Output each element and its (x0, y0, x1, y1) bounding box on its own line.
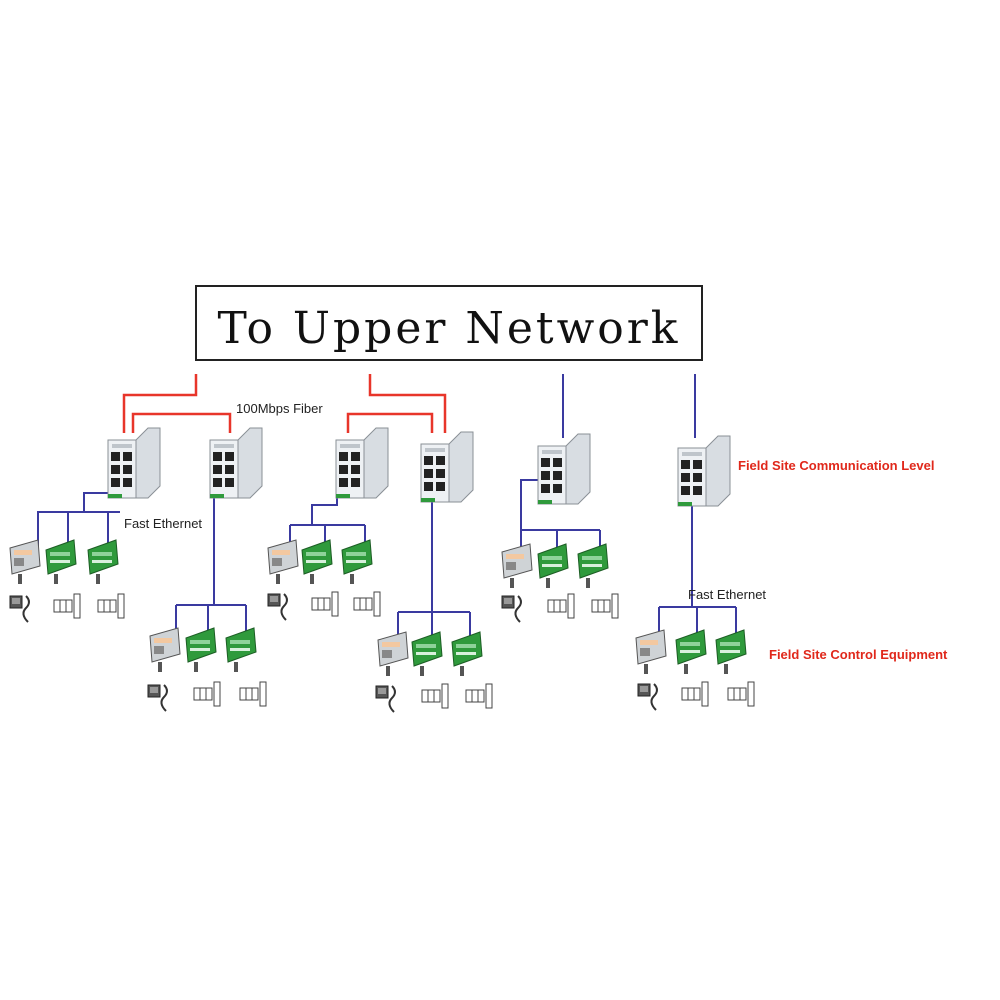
controller-rack-icon (501, 543, 533, 589)
switch-1 (107, 427, 161, 499)
controller-rack-icon (149, 627, 181, 673)
switch-5 (537, 433, 591, 505)
io-module-icon (577, 543, 609, 589)
field-sensor-icon (591, 593, 619, 619)
fast-ethernet-label: Fast Ethernet (124, 516, 202, 531)
io-module-icon (411, 631, 443, 677)
io-module-icon (341, 539, 373, 585)
upper-network-label: To Upper Network (218, 303, 681, 354)
io-module-icon (537, 543, 569, 589)
fast-ethernet-label-2: Fast Ethernet (688, 587, 766, 602)
field-sensor-icon (97, 593, 125, 619)
field-sensor-icon (311, 591, 339, 617)
field-sensor-icon (547, 593, 575, 619)
io-module-icon (675, 629, 707, 675)
equipment-group-6 (635, 629, 755, 711)
equipment-group-4 (375, 631, 493, 713)
io-module-icon (87, 539, 119, 585)
field-sensor-icon (53, 593, 81, 619)
operator-panel-icon (267, 593, 288, 621)
fiber-links (122, 374, 447, 433)
switch-2 (209, 427, 263, 499)
field-sensor-icon (727, 681, 755, 707)
switch-4 (420, 431, 474, 503)
field-sensor-icon (193, 681, 221, 707)
field-sensor-icon (353, 591, 381, 617)
io-module-icon (45, 539, 77, 585)
io-module-icon (225, 627, 257, 673)
io-module-icon (185, 627, 217, 673)
operator-panel-icon (501, 595, 522, 623)
equipment-group-5 (501, 543, 619, 623)
field-sensor-icon (681, 681, 709, 707)
operator-panel-icon (375, 685, 396, 713)
fiber-label: 100Mbps Fiber (236, 401, 323, 416)
switch-3 (335, 427, 389, 499)
controller-rack-icon (377, 631, 409, 677)
field-sensor-icon (465, 683, 493, 709)
communication-level-label: Field Site Communication Level (738, 458, 934, 473)
ethernet-trunk-links (562, 374, 696, 438)
switch-6 (677, 435, 731, 507)
equipment-group-2 (147, 627, 267, 712)
field-sensor-icon (239, 681, 267, 707)
operator-panel-icon (637, 683, 658, 711)
controller-rack-icon (267, 539, 299, 585)
control-equipment-label: Field Site Control Equipment (769, 647, 948, 662)
upper-network-box: To Upper Network (195, 285, 703, 361)
io-module-icon (715, 629, 747, 675)
operator-panel-icon (147, 684, 168, 712)
field-sensor-icon (421, 683, 449, 709)
controller-rack-icon (9, 539, 41, 585)
io-module-icon (451, 631, 483, 677)
equipment-group-3 (267, 539, 381, 621)
operator-panel-icon (9, 595, 30, 623)
ethernet-drop-links (37, 479, 737, 640)
io-module-icon (301, 539, 333, 585)
equipment-group-1 (9, 539, 125, 623)
controller-rack-icon (635, 629, 667, 675)
